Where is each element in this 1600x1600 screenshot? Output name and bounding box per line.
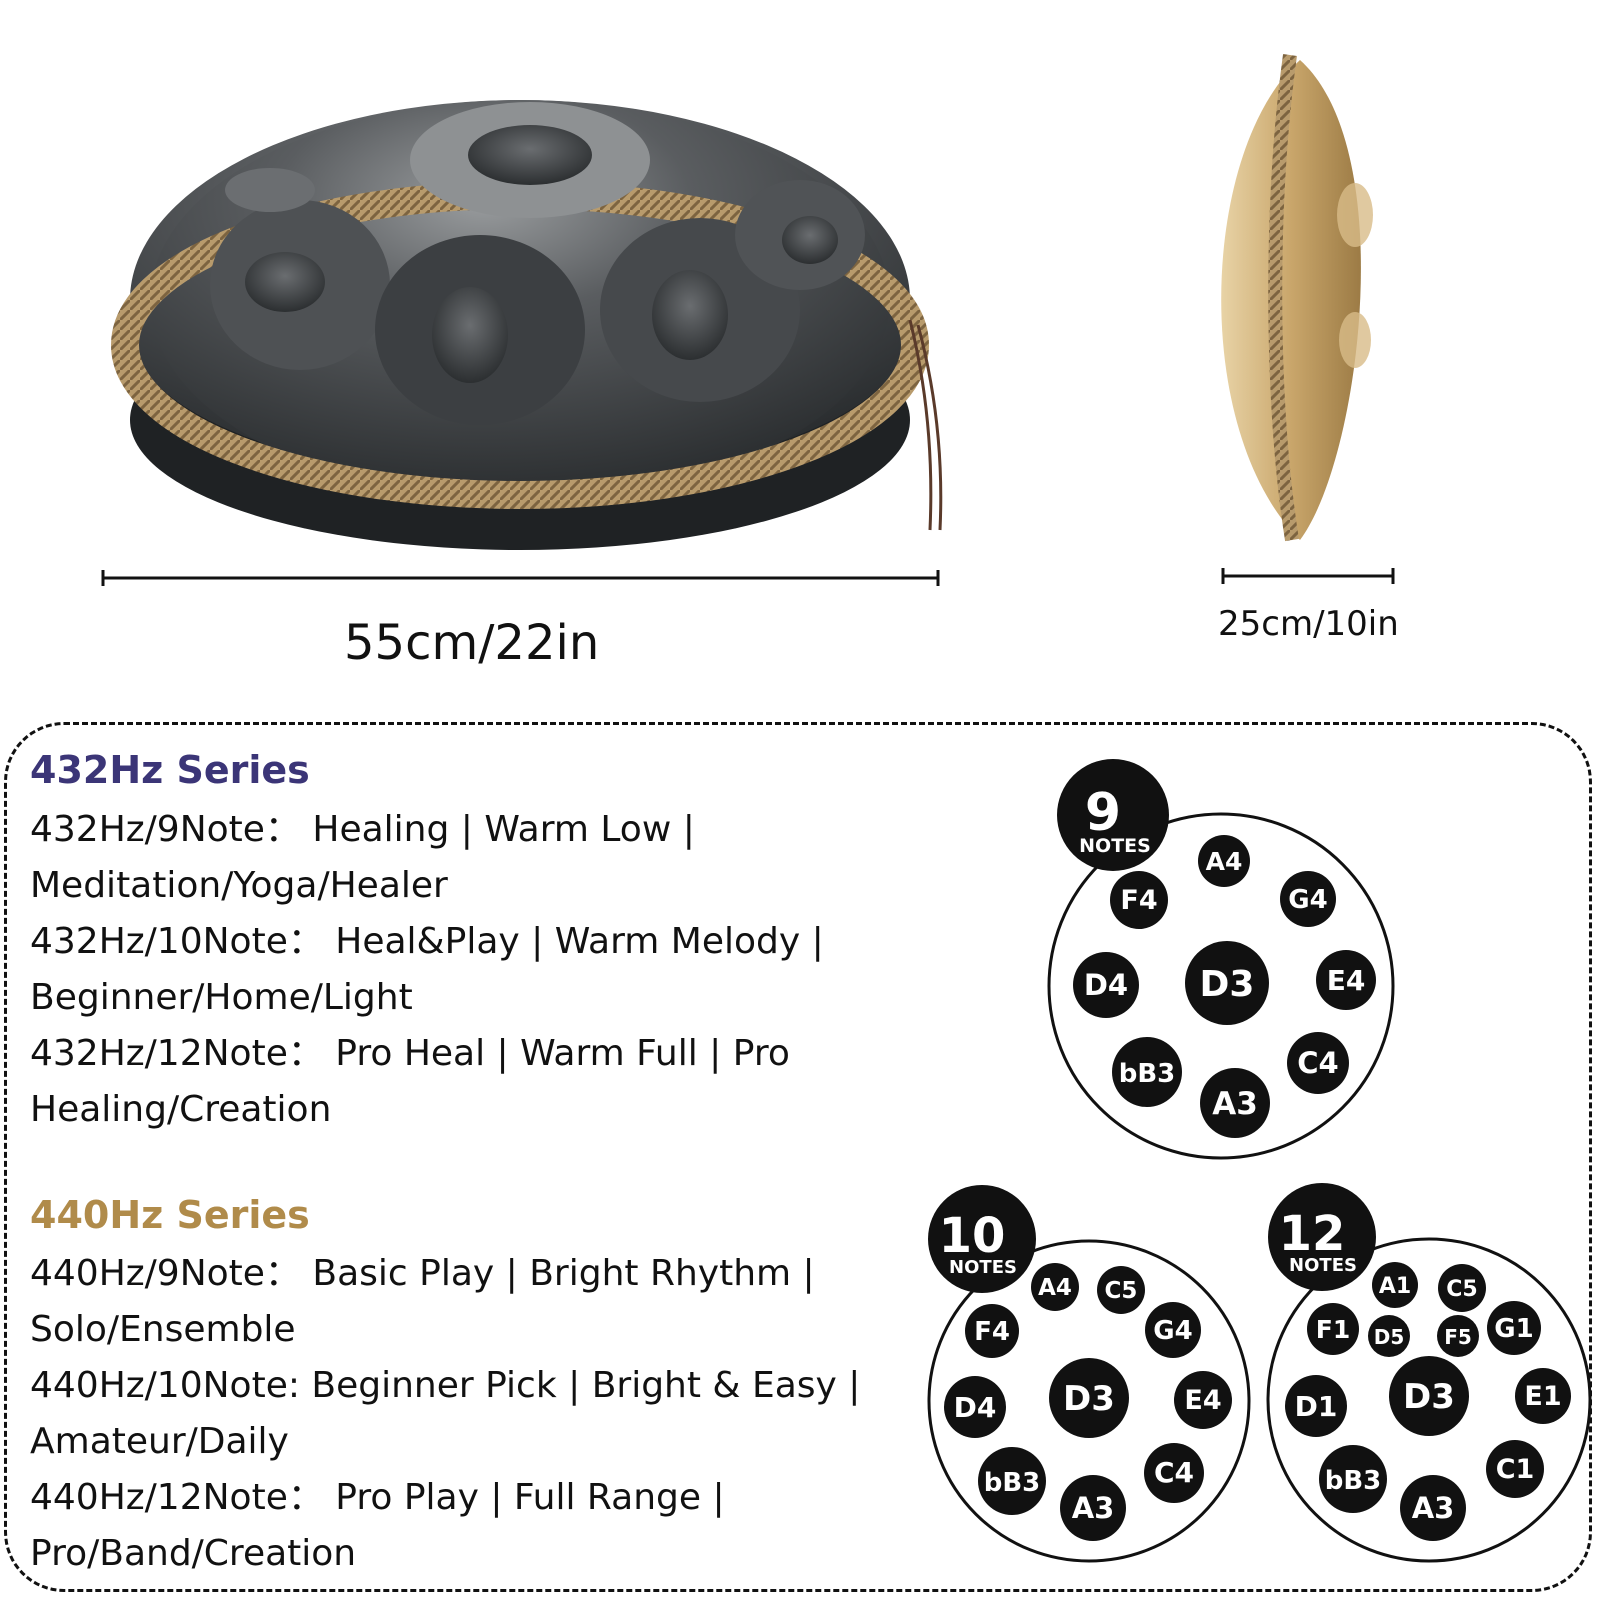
series-432-line: Meditation/Yoga/Healer (30, 865, 448, 906)
width-dimension-label: 55cm/22in (344, 615, 600, 671)
handpan-side-photo (1221, 54, 1373, 542)
width-dimension-line (101, 570, 940, 586)
series-440-line: 440Hz/9Note： Basic Play | Bright Rhythm … (30, 1253, 815, 1294)
series-432-line: 432Hz/9Note： Healing | Warm Low | (30, 809, 695, 850)
series-440-line: 440Hz/12Note： Pro Play | Full Range | (30, 1477, 725, 1518)
series-440-title: 440Hz Series (30, 1193, 310, 1237)
series-440-line: 440Hz/10Note: Beginner Pick | Bright & E… (30, 1365, 861, 1406)
series-432-line: 432Hz/12Note： Pro Heal | Warm Full | Pro (30, 1033, 790, 1074)
height-dimension-label: 25cm/10in (1218, 604, 1399, 644)
series-432-line: Beginner/Home/Light (30, 977, 413, 1018)
series-432-line: 432Hz/10Note： Heal&Play | Warm Melody | (30, 921, 824, 962)
series-info-panel (4, 722, 1592, 1592)
product-photos (101, 54, 1395, 586)
series-440-line: Pro/Band/Creation (30, 1533, 357, 1574)
series-432-title: 432Hz Series (30, 748, 310, 792)
series-432-line: Healing/Creation (30, 1089, 332, 1130)
height-dimension-line (1221, 568, 1395, 584)
series-440-line: Solo/Ensemble (30, 1309, 296, 1350)
series-440-line: Amateur/Daily (30, 1421, 289, 1462)
handpan-front-photo (111, 100, 943, 550)
